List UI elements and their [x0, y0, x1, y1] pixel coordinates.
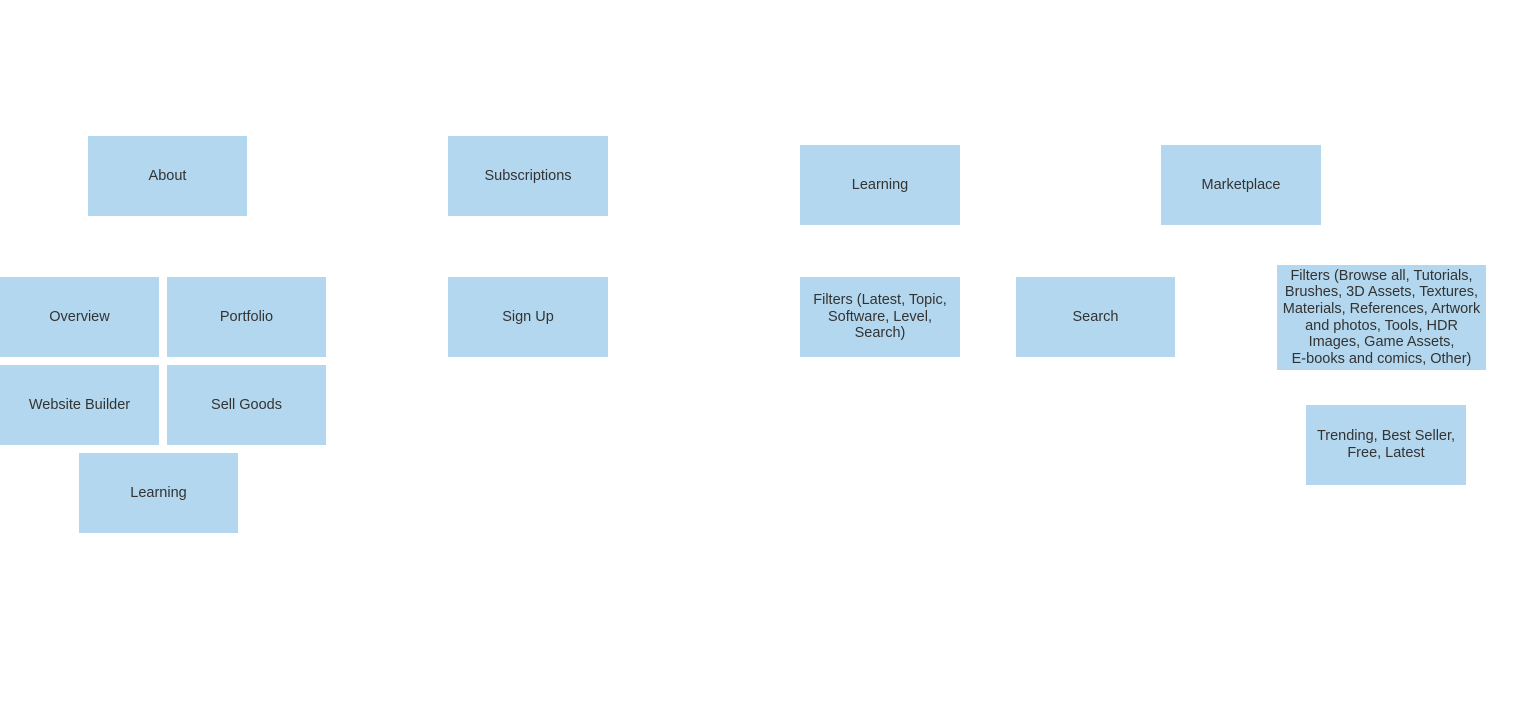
node-learning-label: Learning: [851, 176, 909, 193]
node-about-learning[interactable]: Learning: [79, 453, 238, 533]
node-about-label: About: [148, 167, 187, 184]
node-marketplace-filters-label: Filters (Browse all, Tutorials, Brushes,…: [1282, 267, 1481, 367]
node-learning-filters-label: Filters (Latest, Topic, Software, Level,…: [813, 292, 947, 342]
node-overview-label: Overview: [49, 308, 110, 325]
node-marketplace-filters[interactable]: Filters (Browse all, Tutorials, Brushes,…: [1277, 265, 1486, 370]
node-sell-goods-label: Sell Goods: [211, 396, 282, 413]
node-about[interactable]: About: [88, 136, 247, 216]
node-sell-goods[interactable]: Sell Goods: [167, 365, 326, 445]
node-subscriptions[interactable]: Subscriptions: [448, 136, 608, 216]
node-sign-up[interactable]: Sign Up: [448, 277, 608, 357]
node-website-builder[interactable]: Website Builder: [0, 365, 159, 445]
node-marketplace-sort[interactable]: Trending, Best Seller, Free, Latest: [1306, 405, 1466, 485]
node-marketplace-sort-label: Trending, Best Seller, Free, Latest: [1316, 428, 1456, 461]
node-website-builder-label: Website Builder: [28, 396, 131, 413]
node-sign-up-label: Sign Up: [502, 308, 554, 325]
node-learning[interactable]: Learning: [800, 145, 960, 225]
node-search-label: Search: [1072, 308, 1119, 325]
node-marketplace-label: Marketplace: [1201, 176, 1281, 193]
node-about-learning-label: Learning: [130, 484, 187, 501]
node-marketplace[interactable]: Marketplace: [1161, 145, 1321, 225]
node-search[interactable]: Search: [1016, 277, 1175, 357]
node-portfolio[interactable]: Portfolio: [167, 277, 326, 357]
node-portfolio-label: Portfolio: [219, 308, 274, 325]
node-overview[interactable]: Overview: [0, 277, 159, 357]
node-subscriptions-label: Subscriptions: [484, 167, 572, 184]
node-learning-filters[interactable]: Filters (Latest, Topic, Software, Level,…: [800, 277, 960, 357]
